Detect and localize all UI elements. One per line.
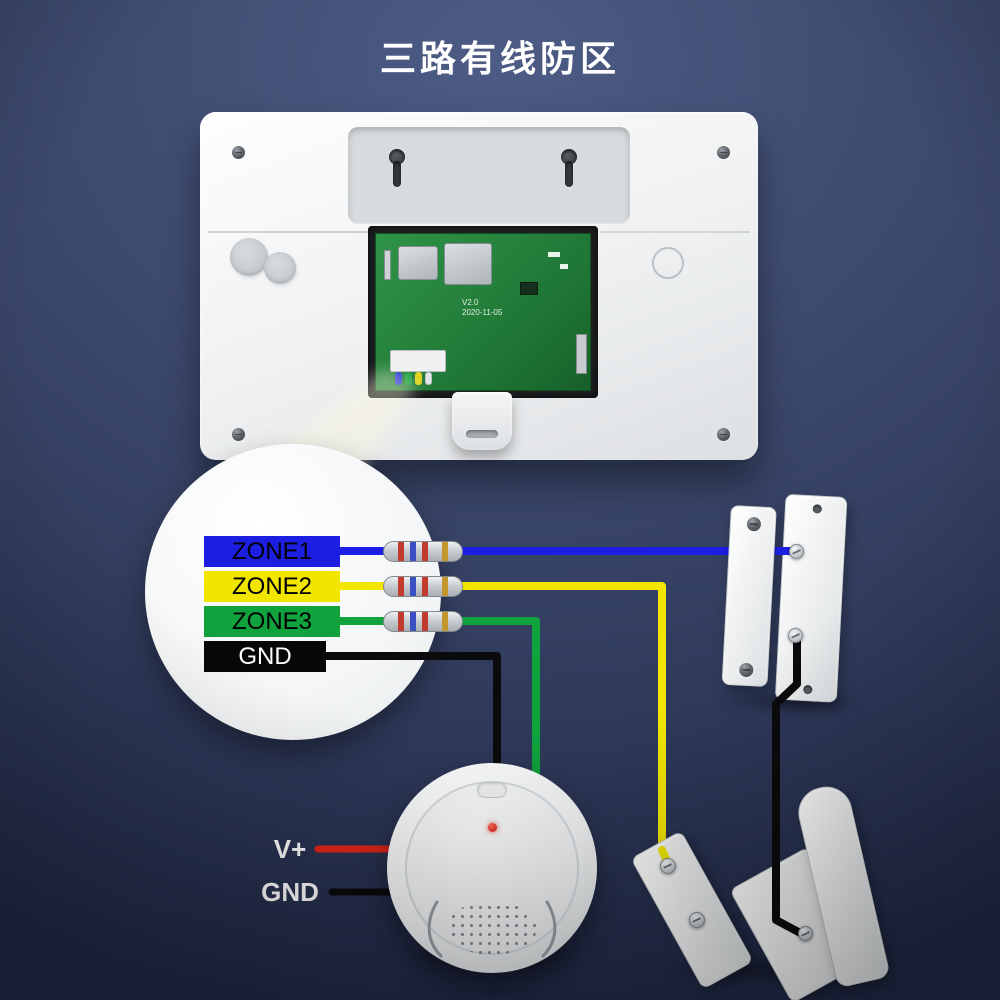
terminal-screw bbox=[798, 926, 813, 941]
resistor bbox=[383, 611, 463, 632]
smoke-led bbox=[488, 823, 497, 832]
pcb-version-text: V2.0 bbox=[462, 298, 479, 307]
pcb-pin-header bbox=[384, 250, 391, 280]
speaker-ring bbox=[652, 247, 684, 279]
terminal-screw bbox=[660, 858, 676, 874]
zone3-label: ZONE3 bbox=[204, 606, 340, 637]
terminal-wire-stub-white bbox=[425, 372, 432, 385]
molded-circle bbox=[230, 238, 268, 276]
smoke-test-button bbox=[477, 782, 507, 798]
pcb-connector bbox=[576, 334, 587, 374]
panel-tab bbox=[452, 392, 512, 450]
vplus-label: V+ bbox=[273, 834, 307, 864]
corner-screw bbox=[717, 428, 730, 441]
gnd-wire bbox=[322, 652, 501, 782]
pcb-chip bbox=[520, 282, 538, 295]
terminal-wire-stub-yellow bbox=[415, 372, 422, 385]
pcb-date-text: 2020-11-05 bbox=[462, 308, 503, 317]
panel-tab-slot bbox=[466, 430, 498, 438]
resistor bbox=[383, 576, 463, 597]
terminal-block bbox=[390, 350, 446, 372]
corner-screw bbox=[717, 146, 730, 159]
sim-slot bbox=[398, 246, 438, 280]
resistor bbox=[383, 541, 463, 562]
terminal-wire-stub-green bbox=[405, 372, 412, 385]
gnd-label: GND bbox=[204, 641, 326, 672]
terminal-wire-stub-blue bbox=[395, 372, 402, 385]
terminal-screw bbox=[789, 544, 804, 559]
zone2-label: ZONE2 bbox=[204, 571, 340, 602]
sim-slot bbox=[444, 243, 492, 285]
corner-screw bbox=[232, 146, 245, 159]
panel-seam bbox=[208, 231, 370, 233]
keyhole-circle bbox=[561, 149, 577, 165]
smoke-grille-arcs bbox=[427, 900, 557, 958]
page-title: 三路有线防区 bbox=[379, 38, 620, 79]
pcb-silkscreen bbox=[548, 252, 560, 257]
terminal-screw bbox=[689, 912, 705, 928]
pcb-silkscreen bbox=[560, 264, 568, 269]
gnd-power-label: GND bbox=[261, 877, 319, 907]
molded-circle bbox=[264, 252, 296, 284]
sensor-gnd-wire bbox=[772, 637, 810, 940]
keyhole-circle bbox=[389, 149, 405, 165]
corner-screw bbox=[232, 428, 245, 441]
keyhole-slot bbox=[388, 149, 406, 189]
panel-seam bbox=[600, 231, 750, 233]
smoke-speaker-grille bbox=[447, 901, 537, 955]
keyhole-groove bbox=[565, 161, 573, 187]
terminal-screw bbox=[788, 628, 803, 643]
zone1-label: ZONE1 bbox=[204, 536, 340, 567]
keyhole-slot bbox=[560, 149, 578, 189]
keyhole-groove bbox=[393, 161, 401, 187]
